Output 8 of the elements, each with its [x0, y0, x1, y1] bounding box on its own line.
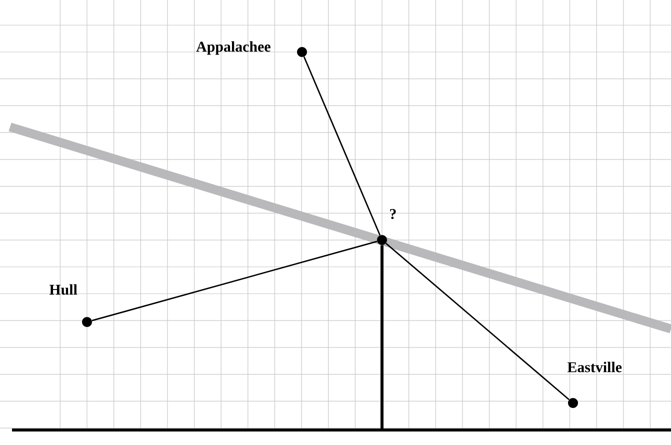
place-name: Hull [49, 284, 78, 295]
place-name: Eastville [567, 362, 622, 372]
road-line [386, 242, 570, 400]
place-name: ? [390, 208, 396, 220]
road-line [92, 240, 378, 322]
road-line [380, 245, 384, 430]
place-name: Appalachee [196, 41, 270, 55]
road-line [303, 56, 381, 236]
